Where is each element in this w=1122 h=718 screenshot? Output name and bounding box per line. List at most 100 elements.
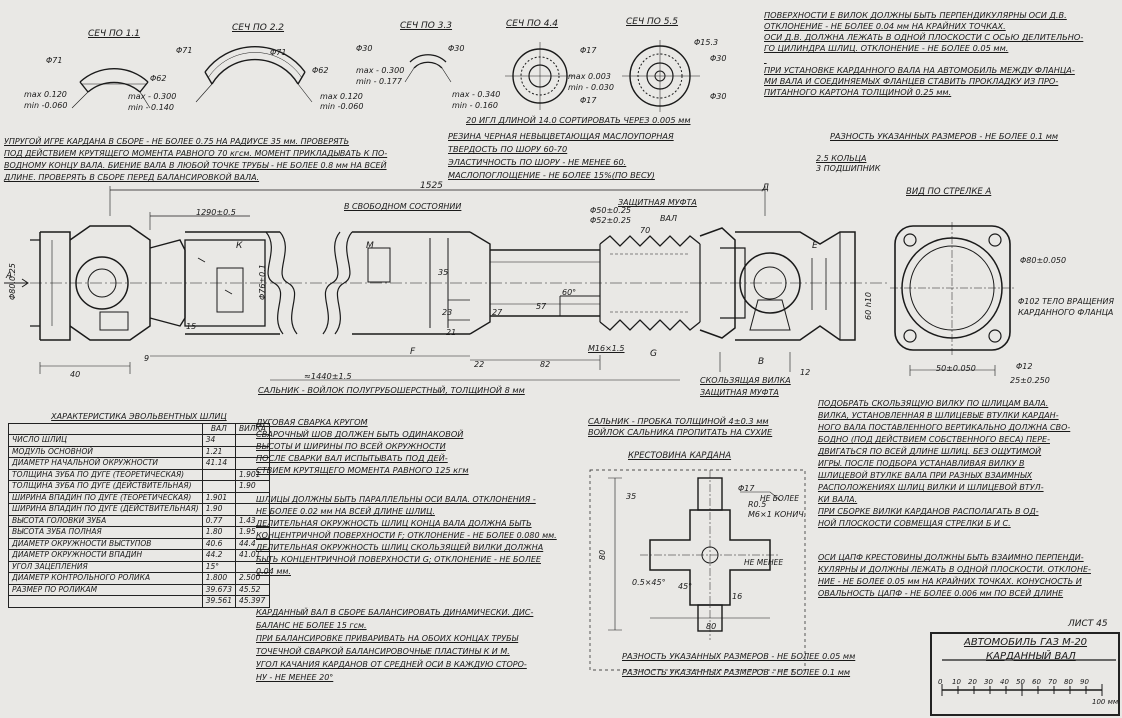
note-ring: 2.5 КОЛЬЦА 3 ПОДШИПНИК <box>816 154 881 173</box>
s22-min: min - 0.140 <box>128 103 174 112</box>
s33-d30: Φ30 <box>356 44 373 53</box>
cross-80v: 80 <box>598 549 607 560</box>
s44-max: max - 0.340 <box>452 90 501 99</box>
dim-23: 23 <box>442 308 453 317</box>
dim-50: 50±0.050 <box>936 364 976 373</box>
scale-0: 0 <box>938 678 943 686</box>
cross-16: 16 <box>732 592 743 601</box>
thread-m16: М16×1.5 <box>588 344 625 353</box>
s55-d30: Φ30 <box>710 54 727 63</box>
table-row: ШИРИНА ВПАДИН ПО ДУГЕ (ДЕЙСТВИТЕЛЬНАЯ)1.… <box>8 503 270 516</box>
label-g: G <box>650 349 657 359</box>
dim-25: 25±0.250 <box>1010 376 1050 385</box>
s44-max2: max 0.003 <box>568 72 611 81</box>
dim-27: 27 <box>492 308 503 317</box>
s11-d71: Φ71 <box>46 56 63 65</box>
s22-max: max - 0.300 <box>128 92 177 101</box>
section-label-5-5: СЕЧ ПО 5.5 <box>626 17 679 27</box>
cross-35: 35 <box>626 492 637 501</box>
s33-min: min - 0.177 <box>356 77 402 86</box>
free-state: В СВОБОДНОМ СОСТОЯНИИ <box>344 202 462 211</box>
dim-1290: 1290±0.5 <box>196 208 236 217</box>
dim-60v: 60 h10 <box>864 292 873 320</box>
section-label-2-2: СЕЧ ПО 2.2 <box>232 23 285 33</box>
dim-70: 70 <box>640 226 651 235</box>
s11-min: min -0.060 <box>24 101 68 110</box>
s44-d17b: Φ17 <box>580 96 597 105</box>
note-surfaces: ПОВЕРХНОСТИ Е ВИЛОК ДОЛЖНЫ БЫТЬ ПЕРПЕНДИ… <box>764 10 1084 97</box>
section-3-3 <box>404 54 452 83</box>
assembly-note: ПОДОБРАТЬ СКОЛЬЗЯЩУЮ ВИЛКУ ПО ШЛИЦАМ ВАЛ… <box>818 399 1071 528</box>
section-4-4 <box>505 42 575 110</box>
section-label-3-3: СЕЧ ПО 3.3 <box>400 21 453 31</box>
dim-40: 40 <box>70 370 81 379</box>
table-row: ТОЛЩИНА ЗУБА ПО ДУГЕ (ДЕЙСТВИТЕЛЬНАЯ)1.9… <box>8 480 270 493</box>
table-row: ТОЛЩИНА ЗУБА ПО ДУГЕ (ТЕОРЕТИЧЕСКАЯ)1.90… <box>8 468 270 481</box>
note-elastic-play: УПРУГОЙ ИГРЕ КАРДАНА В СБОРЕ - НЕ БОЛЕЕ … <box>4 137 388 182</box>
dim-12: 12 <box>800 368 811 377</box>
felt-seal-note: САЛЬНИК - ВОЙЛОК ПОЛУГРУБОШЕРСТНЫЙ, ТОЛЩ… <box>258 385 525 395</box>
section-label-4-4: СЕЧ ПО 4.4 <box>506 19 559 29</box>
s22-d71b: Φ71 <box>270 48 287 57</box>
cross-no-more: НЕ БОЛЕЕ <box>760 494 799 503</box>
protective-cover: ЗАЩИТНАЯ МУФТА <box>618 198 697 207</box>
note-needles: 20 ИГЛ ДЛИНОЙ 14.0 СОРТИРОВАТЬ ЧЕРЕЗ 0.0… <box>466 115 691 125</box>
cross-diff-1: РАЗНОСТЬ УКАЗАННЫХ РАЗМЕРОВ - НЕ БОЛЕЕ 0… <box>622 651 856 661</box>
s22-d62: Φ62 <box>150 74 167 83</box>
cross-m6: М6×1 КОНИЧ. <box>748 510 807 519</box>
scale-100: 100 мм <box>1092 698 1119 706</box>
view-a-flange <box>890 222 1015 376</box>
d50: Φ50±0.25 <box>590 206 631 215</box>
note-diff-top: РАЗНОСТЬ УКАЗАННЫХ РАЗМЕРОВ - НЕ БОЛЕЕ 0… <box>830 131 1059 141</box>
dim-22: 22 <box>474 360 485 369</box>
section-1-1 <box>71 68 151 109</box>
dim-57: 57 <box>536 302 547 311</box>
scale-60: 60 <box>1032 678 1041 686</box>
dim-1525: 1525 <box>420 181 443 191</box>
scale-80: 80 <box>1064 678 1073 686</box>
title-car: АВТОМОБИЛЬ ГАЗ М-20 <box>964 637 1088 648</box>
main-shaft-assembly <box>4 186 890 381</box>
s22-max2: max 0.120 <box>320 92 363 101</box>
label-d: Д <box>762 183 770 193</box>
d52: Φ52±0.25 <box>590 216 631 225</box>
s44-d17: Φ17 <box>580 46 597 55</box>
section-2-2 <box>195 45 313 103</box>
s33-d30b: Φ30 <box>448 44 465 53</box>
cross-no-less: НЕ МЕНЕЕ <box>744 558 784 567</box>
section-label-1-1: СЕЧ ПО 1.1 <box>88 29 141 39</box>
scale-30: 30 <box>984 678 993 686</box>
scale-40: 40 <box>1000 678 1009 686</box>
title-block <box>930 632 1120 716</box>
s22-d71: Φ71 <box>176 46 193 55</box>
scale-20: 20 <box>968 678 977 686</box>
scale-90: 90 <box>1080 678 1089 686</box>
scale-bar <box>941 659 1116 696</box>
dim-21: 21 <box>446 328 457 337</box>
label-b: В <box>758 357 765 367</box>
s22-d62b: Φ62 <box>312 66 329 75</box>
s44-min: min - 0.160 <box>452 101 498 110</box>
cross-d17: Φ17 <box>738 484 755 493</box>
cross-title: КРЕСТОВИНА КАРДАНА <box>628 451 732 461</box>
scale-70: 70 <box>1048 678 1057 686</box>
label-a: А <box>6 271 13 281</box>
dim-60deg: 60° <box>562 288 577 297</box>
note-rubber: РЕЗИНА ЧЕРНАЯ НЕВЫЦВЕТАЮЩАЯ МАСЛОУПОРНАЯ… <box>448 131 674 180</box>
section-5-5 <box>622 40 700 112</box>
s33-max: max - 0.300 <box>356 66 405 75</box>
cross-chamfer: 0.5×45° <box>632 578 666 587</box>
s55-d153: Φ15.3 <box>694 38 719 47</box>
s22-min2: min -0.060 <box>320 102 364 111</box>
dim-15: 15 <box>186 322 197 331</box>
table-row: ШИРИНА ВПАДИН ПО ДУГЕ (ТЕОРЕТИЧЕСКАЯ)1.9… <box>8 491 270 504</box>
